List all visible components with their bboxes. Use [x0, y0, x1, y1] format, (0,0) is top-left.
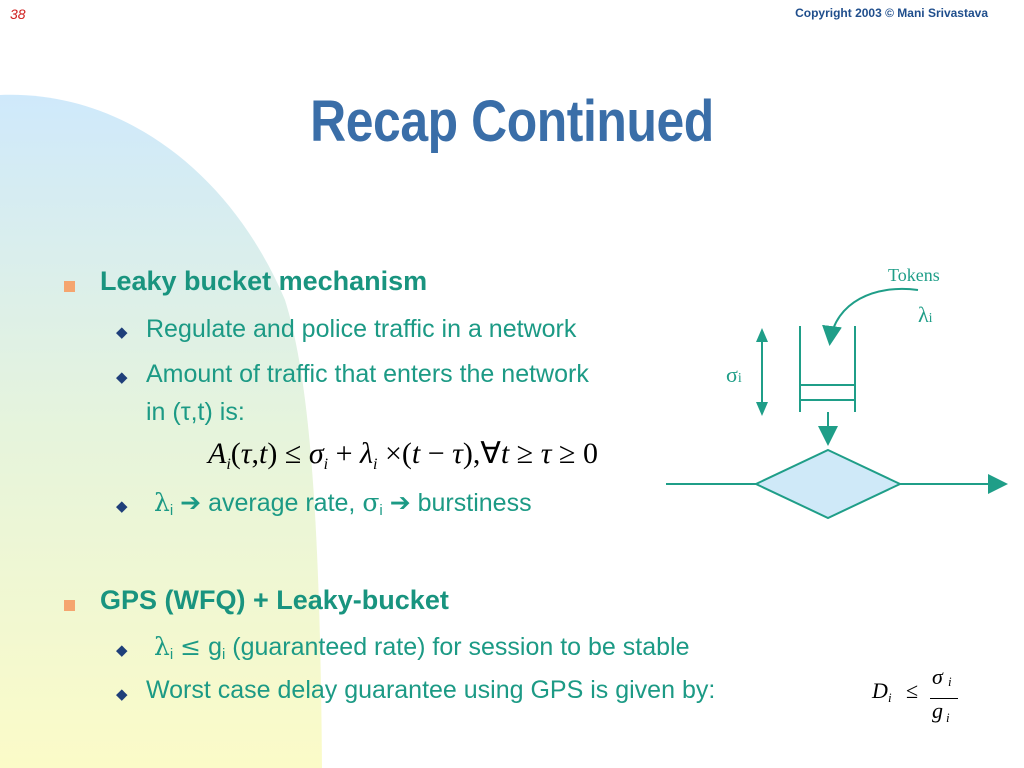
arrow-right-icon: ➔ [180, 488, 202, 517]
bullet-square-icon [64, 281, 75, 292]
regulator-diamond [753, 448, 903, 520]
subscript-i: i [221, 646, 226, 663]
sigma-symbol: σ [932, 664, 943, 689]
tokens-label: Tokens [888, 265, 940, 285]
tokens-arrow [822, 287, 919, 346]
diamond-bullet-icon: ◆ [116, 642, 128, 659]
subscript-i: i [888, 690, 892, 705]
diamond-bullet-icon: ◆ [116, 686, 128, 703]
lambda-rate-label: λi [918, 302, 933, 328]
list-item-continuation: in (τ,t) is: [146, 398, 245, 426]
subscript-i: i [928, 311, 933, 326]
subscript-i: i [948, 674, 952, 689]
sigma-symbol: σ [362, 488, 380, 517]
sigma-symbol: σ [726, 362, 738, 387]
bullet-square-icon [64, 600, 75, 611]
page-title: Recap Continued [310, 89, 714, 154]
subscript-i: i [946, 710, 950, 725]
subscript-i: i [737, 371, 742, 386]
list-item-stability: λi ≤ gi (guaranteed rate) for session to… [154, 632, 689, 663]
delay-symbol: D [872, 678, 888, 703]
sigma-depth-label: σi [726, 362, 742, 388]
list-item: Regulate and police traffic in a network [146, 315, 577, 343]
list-item: Amount of traffic that enters the networ… [146, 360, 589, 388]
arrow-right-icon: ➔ [389, 488, 411, 517]
diamond-bullet-icon: ◆ [116, 498, 128, 515]
section-heading-leaky-bucket: Leaky bucket mechanism [100, 266, 428, 296]
list-item-text: (guaranteed rate) for session to be stab… [232, 633, 690, 661]
list-item-rates: λi ➔ average rate, σi ➔ burstiness [154, 488, 532, 519]
lambda-symbol: λ [154, 632, 170, 661]
section-heading-gps: GPS (WFQ) + Leaky-bucket [100, 585, 449, 615]
delay-formula: D i ≤ σ i g i [872, 664, 972, 734]
fraction-bar [930, 698, 958, 699]
list-item-text: average rate, [208, 489, 356, 517]
copyright-notice: Copyright 2003 © Mani Srivastava [795, 6, 988, 20]
leaky-bucket-equation: Ai(τ,t) ≤ σi + λi ×(t − τ),∀t ≥ τ ≥ 0 [208, 437, 598, 473]
slide-number: 38 [10, 6, 26, 22]
less-equal-symbol: ≤ [180, 632, 202, 661]
lambda-symbol: λ [918, 302, 929, 327]
list-item: Worst case delay guarantee using GPS is … [146, 676, 716, 704]
list-item-text: burstiness [417, 489, 532, 517]
lambda-symbol: λ [154, 488, 170, 517]
less-equal-symbol: ≤ [906, 678, 919, 703]
subscript-i: i [169, 502, 174, 519]
g-symbol: g [208, 633, 222, 661]
leaky-bucket-diagram [666, 287, 1008, 520]
diamond-bullet-icon: ◆ [116, 369, 128, 386]
subscript-i: i [169, 646, 174, 663]
diamond-bullet-icon: ◆ [116, 324, 128, 341]
subscript-i: i [379, 502, 383, 519]
g-symbol: g [932, 698, 943, 723]
